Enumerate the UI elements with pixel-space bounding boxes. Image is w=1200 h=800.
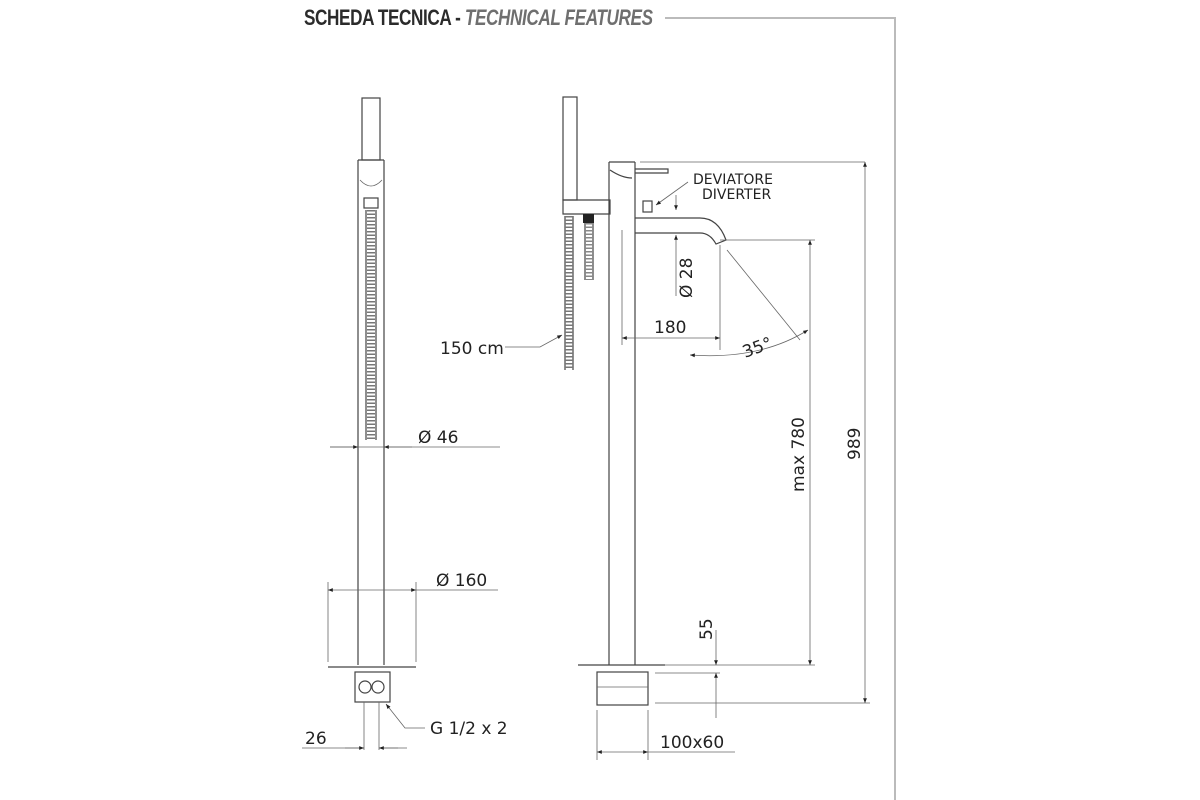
base-height-label: 55 (697, 618, 717, 640)
base-diameter-label: Ø 160 (436, 571, 487, 591)
diverter-label-it: DEVIATORE (693, 172, 773, 188)
spout-diameter-label: Ø 28 (677, 258, 697, 298)
hose-front (365, 210, 377, 440)
page-title: SCHEDA TECNICA - TECHNICAL FEATURES (304, 5, 653, 31)
title-italian: SCHEDA TECNICA - (304, 5, 461, 30)
spout-reach-label: 180 (654, 318, 686, 338)
hose-length-label: 150 cm (440, 339, 504, 359)
diverter-label-en: DIVERTER (702, 187, 771, 203)
max-height-label: max 780 (789, 417, 809, 492)
frame-line (665, 17, 896, 800)
column-diameter-label: Ø 46 (418, 428, 458, 448)
connections-label: G 1/2 x 2 (430, 719, 508, 739)
title-english: TECHNICAL FEATURES (464, 5, 653, 30)
total-height-label: 989 (845, 428, 865, 460)
side-view (562, 96, 870, 760)
front-view (302, 97, 563, 750)
spout-angle-label: 35° (740, 334, 775, 363)
base-size-label: 100x60 (660, 733, 724, 753)
connection-spacing-label: 26 (305, 729, 327, 749)
